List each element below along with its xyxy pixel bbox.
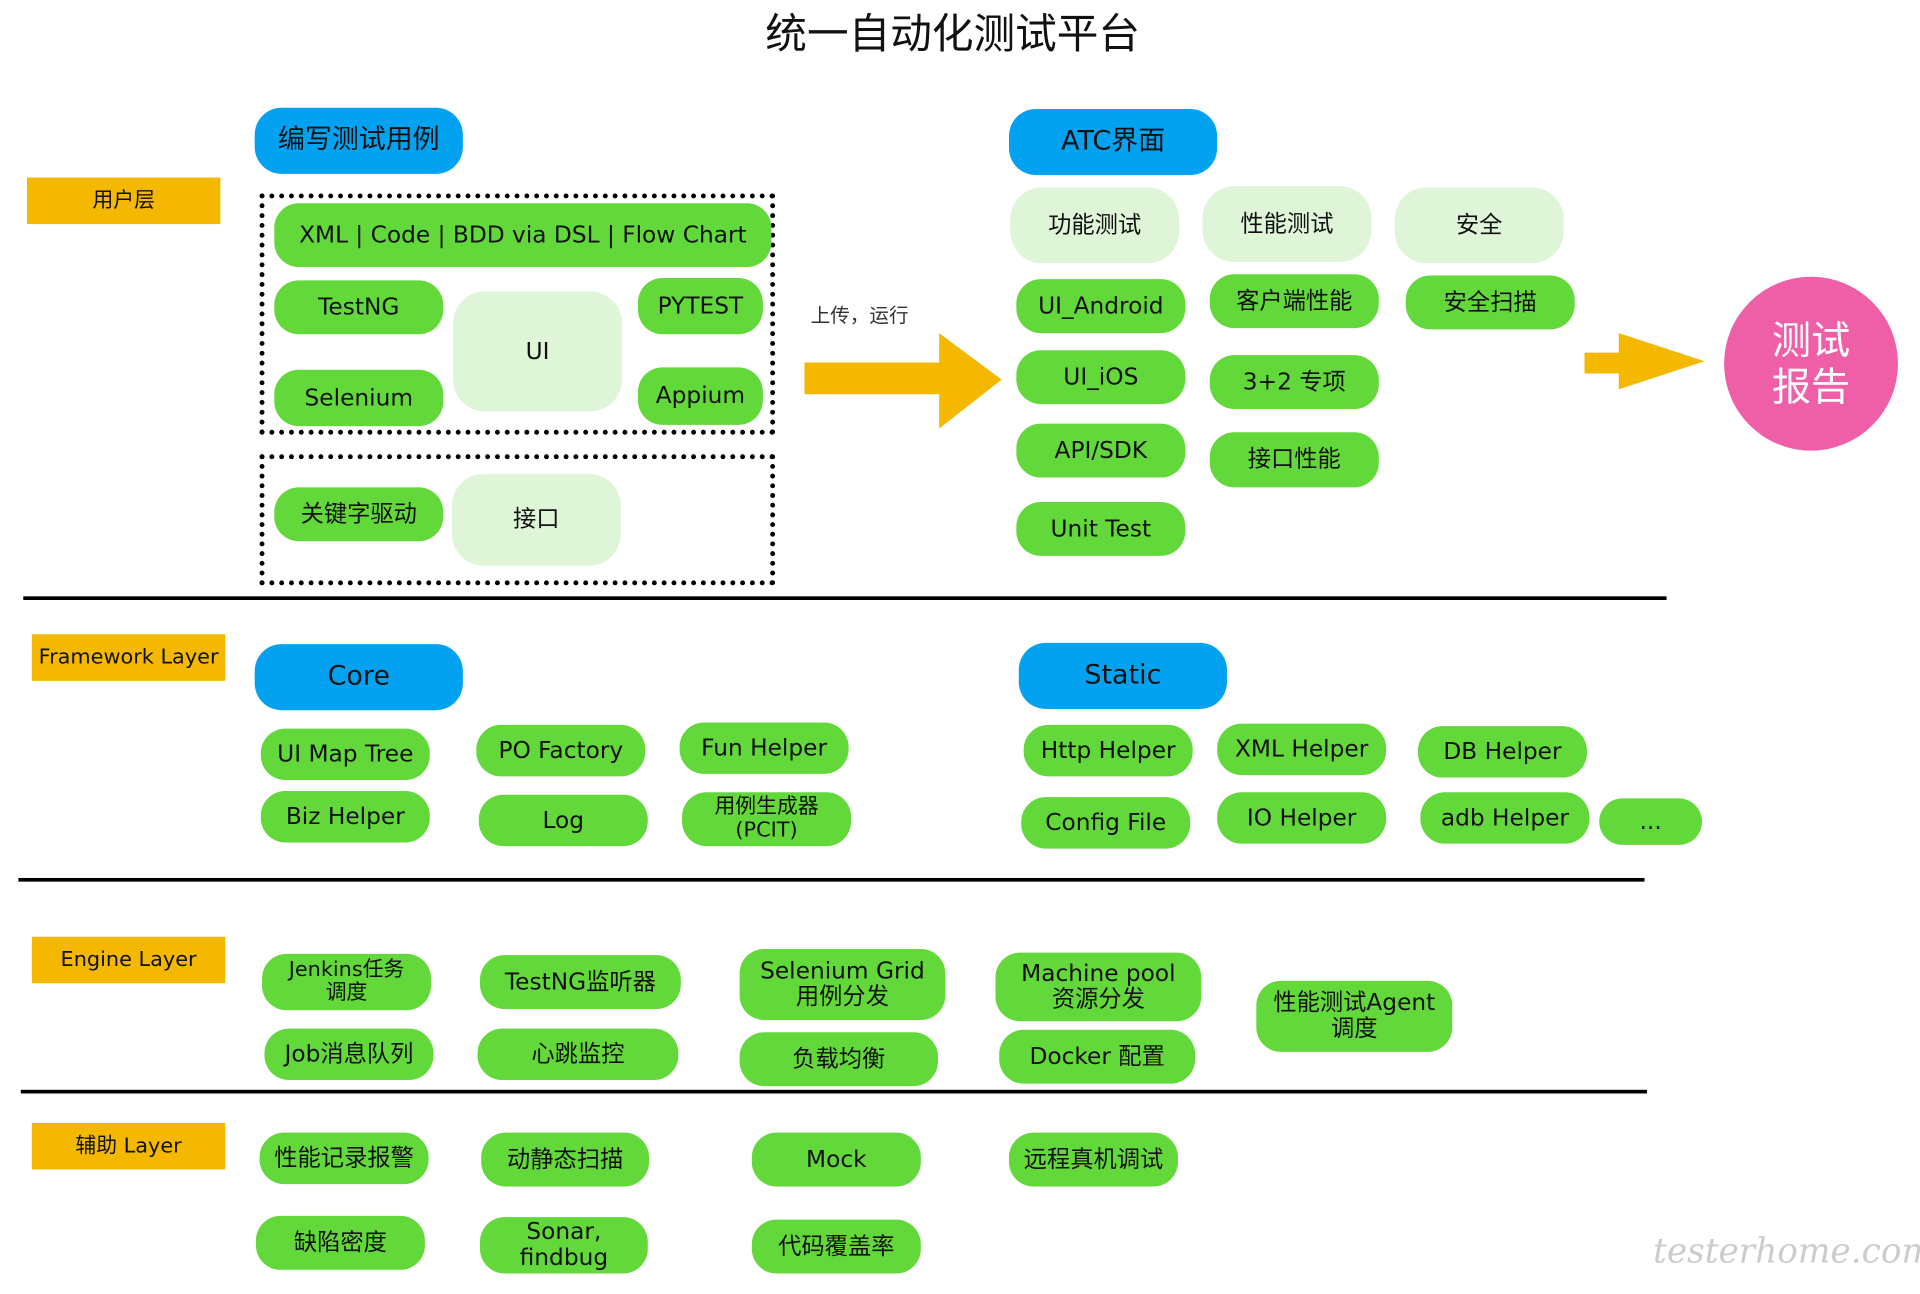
mock-box: Mock [751,1132,921,1187]
api-group-box [259,454,776,586]
api-perf-box: 接口性能 [1209,432,1379,488]
defect-density-box: 缺陷密度 [255,1215,425,1270]
pytest-box: PYTEST [637,277,763,335]
layer-label-framework: Framework Layer [31,634,226,681]
more-box: ... [1599,798,1703,845]
layer-label-aux: 辅助 Layer [31,1122,226,1170]
biz-helper-box: Biz Helper [260,791,430,843]
ui-group-box [259,193,776,435]
db-helper-box: DB Helper [1417,726,1587,778]
upload-run-label: 上传，运行 [810,303,909,327]
formats-box: XML | Code | BDD via DSL | Flow Chart [274,203,772,267]
po-factory-box: PO Factory [476,724,646,777]
io-helper-box: IO Helper [1217,792,1387,844]
load-balance-box: 负载均衡 [739,1032,938,1087]
fun-helper-box: Fun Helper [679,722,849,774]
atc-header: ATC界面 [1008,108,1218,176]
config-file-box: Config File [1021,797,1191,849]
ui-ios-box: UI_iOS [1016,350,1186,405]
layer-label-engine: Engine Layer [31,936,226,984]
divider [23,596,1667,601]
client-perf-box: 客户端性能 [1209,274,1379,329]
testng-box: TestNG [274,280,444,335]
test-report-label: 测试报告 [1771,316,1851,411]
perf-alarm-box: 性能记录报警 [259,1132,429,1185]
heartbeat-box: 心跳监控 [477,1028,679,1081]
log-box: Log [478,794,648,847]
testng-listener-box: TestNG监听器 [480,955,681,1009]
job-queue-box: Job消息队列 [264,1028,434,1081]
ui-android-box: UI_Android [1016,279,1186,334]
static-scan-box: 动静态扫描 [481,1132,649,1187]
static-header: Static [1018,642,1227,709]
api-sdk-box: API/SDK [1016,423,1186,478]
perf-agent-box: 性能测试Agent调度 [1256,980,1453,1052]
sonar-box: Sonar, findbug [480,1217,648,1274]
http-helper-box: Http Helper [1023,724,1193,777]
remote-device-box: 远程真机调试 [1008,1132,1178,1187]
adb-helper-box: adb Helper [1420,792,1590,844]
write-cases-header: 编写测试用例 [254,107,463,174]
appium-box: Appium [637,367,763,425]
jenkins-box: Jenkins任务调度 [262,953,432,1011]
selenium-grid-box: Selenium Grid用例分发 [739,948,946,1021]
special-box: 3+2 专项 [1209,355,1379,409]
core-header: Core [254,644,463,711]
watermark: testerhome.com [1653,1230,1920,1272]
security-box: 安全 [1394,187,1564,264]
ui-box: UI [453,291,623,412]
divider [20,1089,1647,1094]
divider [18,877,1645,882]
report-arrow-icon [1584,333,1705,390]
diagram-title: 统一自动化测试平台 [765,9,1141,59]
xml-helper-box: XML Helper [1217,723,1387,776]
selenium-box: Selenium [274,369,444,427]
docker-box: Docker 配置 [999,1029,1196,1084]
coverage-box: 代码覆盖率 [751,1219,921,1274]
keyword-driven-box: 关键字驱动 [274,487,444,542]
layer-label-user: 用户层 [26,177,221,225]
ui-map-tree-box: UI Map Tree [260,728,430,781]
unit-test-box: Unit Test [1016,502,1186,556]
api-box: 接口 [451,473,621,566]
upload-arrow-icon [804,333,1002,429]
perf-test-box: 性能测试 [1202,186,1372,263]
test-report-circle: 测试报告 [1724,276,1898,451]
pcit-box: 用例生成器(PCIT) [682,792,852,847]
func-test-box: 功能测试 [1010,187,1180,264]
sec-scan-box: 安全扫描 [1405,275,1575,330]
machine-pool-box: Machine pool资源分发 [995,952,1202,1022]
